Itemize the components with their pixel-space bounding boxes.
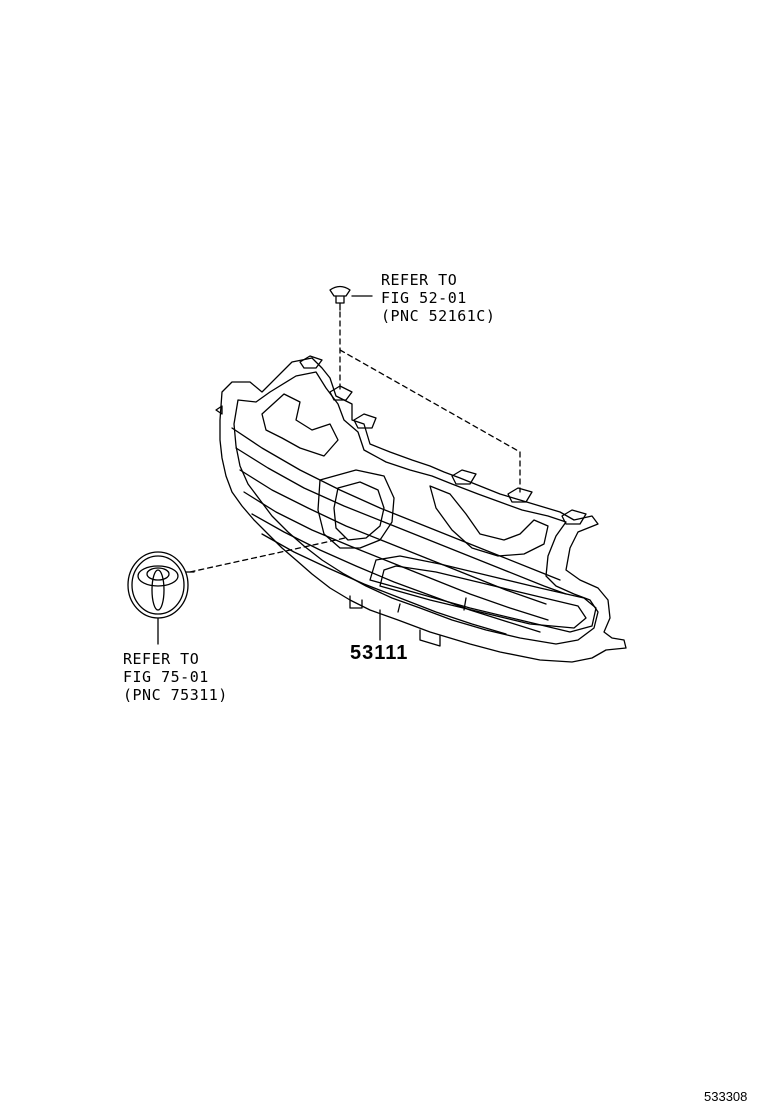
clip-callout-line1: REFER TO xyxy=(381,271,458,289)
emblem-callout-line1: REFER TO xyxy=(123,650,200,668)
toyota-emblem-icon xyxy=(127,551,195,645)
clip-fastener-icon xyxy=(329,285,373,311)
clip-callout-line2: FIG 52-01 xyxy=(381,289,467,307)
radiator-grille-part xyxy=(215,355,627,663)
illustration-number: 533308 xyxy=(704,1089,748,1104)
emblem-callout-line2: FIG 75-01 xyxy=(123,668,209,686)
leader-lines xyxy=(189,311,521,573)
clip-callout-line3: (PNC 52161C) xyxy=(381,307,496,325)
emblem-callout-line3: (PNC 75311) xyxy=(123,686,228,704)
part-number-label: 53111 xyxy=(350,642,409,664)
